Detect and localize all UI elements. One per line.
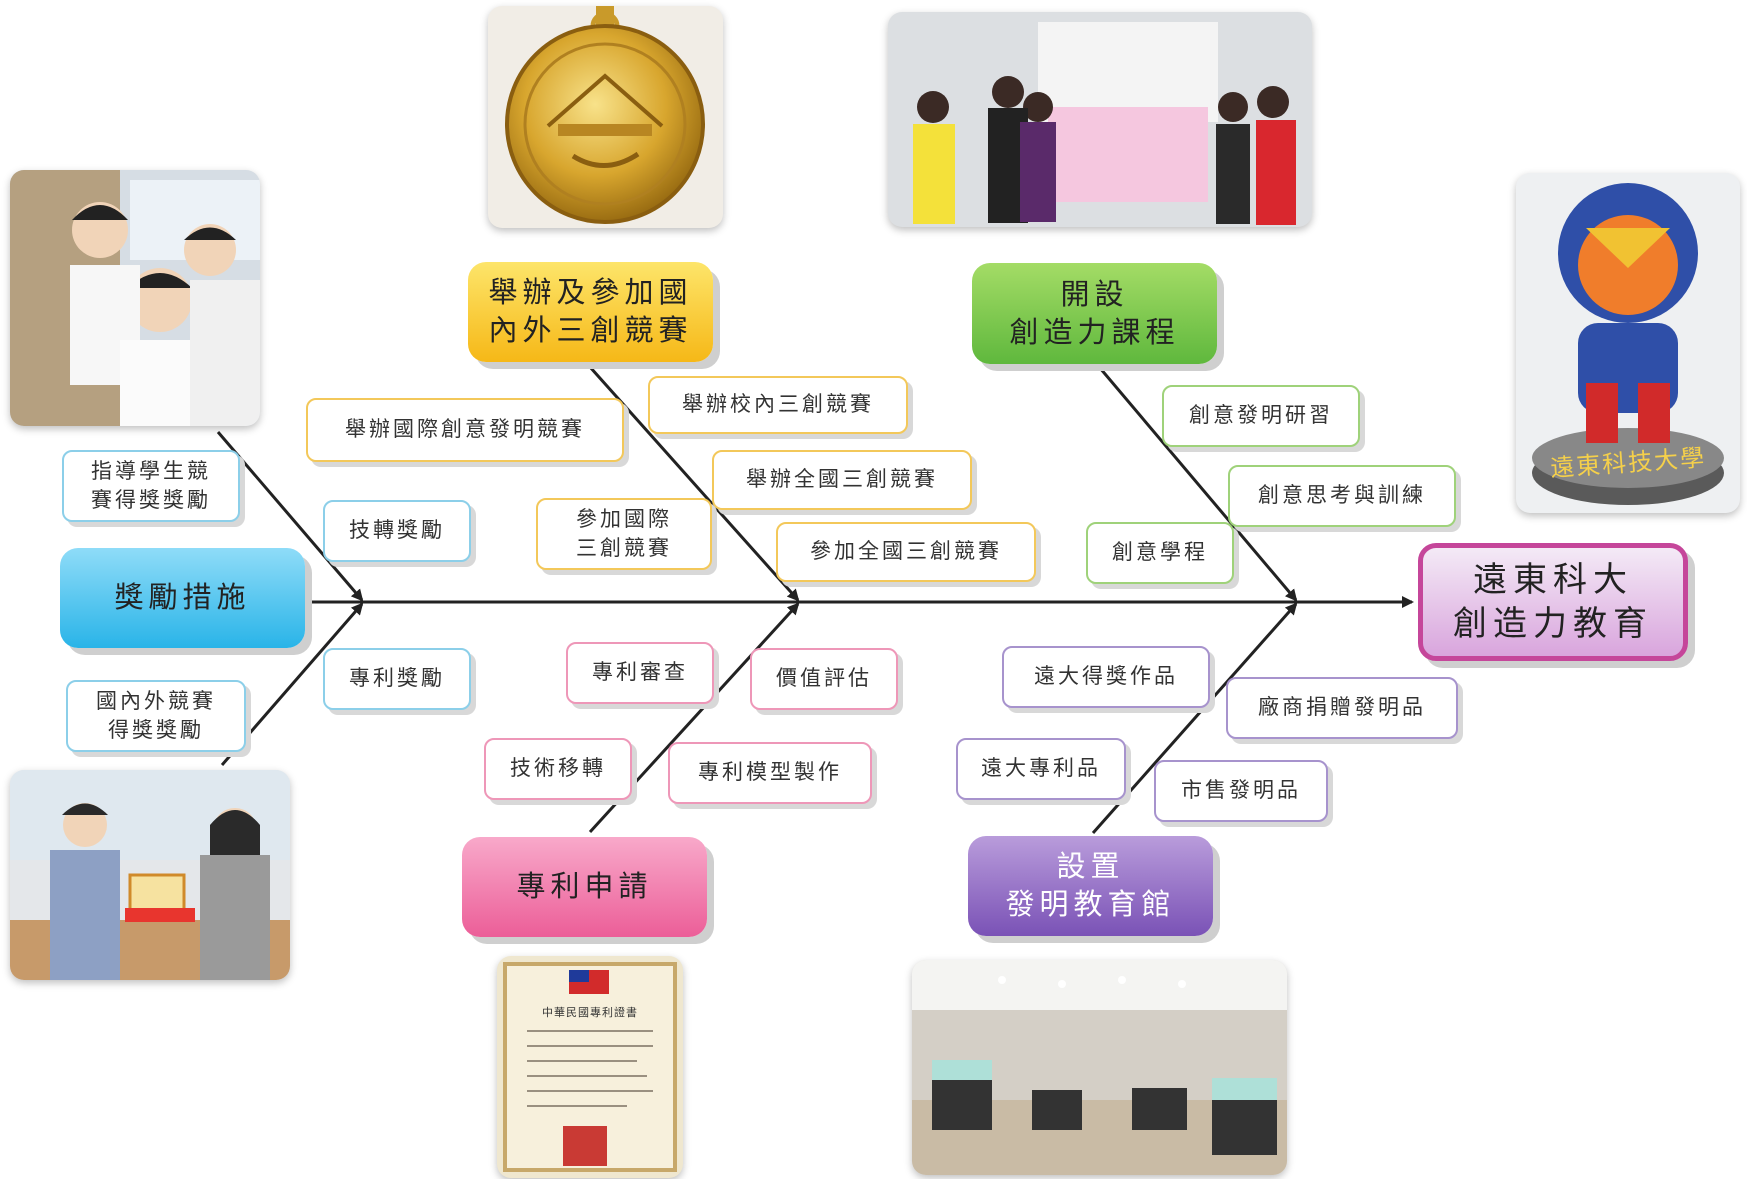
leaf-text: 創意發明研習 xyxy=(1189,403,1333,428)
category-patents-line1: 專利申請 xyxy=(516,869,653,904)
exhibition-hall-photo xyxy=(912,960,1287,1175)
leaf-text: 國內外競賽 xyxy=(96,688,216,713)
leaf-text: 創意思考與訓練 xyxy=(1258,483,1426,508)
leaf-text: 舉辦全國三創競賽 xyxy=(746,467,938,492)
leaf-text: 專利獎勵 xyxy=(349,666,445,691)
leaf-patent-products: 遠大專利品 xyxy=(956,738,1126,800)
leaf-intl-invention-contest: 舉辦國際創意發明競賽 xyxy=(306,398,624,462)
leaf-text: 舉辦校內三創競賽 xyxy=(682,392,874,417)
category-competitions: 舉辦及參加國內外三創競賽 xyxy=(468,262,713,362)
certificate-title: 中華民國專利證書 xyxy=(542,1006,638,1019)
bone-courses xyxy=(1098,367,1298,602)
patent-certificate-photo: 中華民國專利證書 xyxy=(497,956,683,1178)
award-ceremony-photo xyxy=(10,770,290,980)
category-competitions-line2: 內外三創競賽 xyxy=(488,313,693,347)
leaf-text: 賽得獎獎勵 xyxy=(91,488,211,512)
leaf-text: 創意學程 xyxy=(1112,540,1208,565)
leaf-text: 參加國際 xyxy=(576,506,672,531)
leaf-value-assessment: 價值評估 xyxy=(750,648,898,710)
leaf-patent-model: 專利模型製作 xyxy=(668,742,872,804)
leaf-patent-award: 專利獎勵 xyxy=(323,648,471,710)
head-line2: 創造力教育 xyxy=(1453,604,1653,644)
leaf-text: 三創競賽 xyxy=(576,536,672,560)
bone-competitions xyxy=(588,366,800,602)
leaf-text: 遠大專利品 xyxy=(981,756,1101,781)
medal-photo xyxy=(488,6,723,228)
leaf-text: 技術移轉 xyxy=(510,756,606,781)
category-museum: 設置發明教育館 xyxy=(968,836,1213,936)
leaf-contest-award: 國內外競賽得獎獎勵 xyxy=(66,680,246,752)
bone-museum xyxy=(1091,602,1298,834)
leaf-patent-review: 專利審查 xyxy=(566,642,714,704)
leaf-student-award: 指導學生競賽得獎獎勵 xyxy=(62,450,240,522)
leaf-tech-transfer-award: 技轉獎勵 xyxy=(323,500,471,562)
category-competitions-line1: 舉辦及參加國 xyxy=(488,275,693,310)
presentation-photo xyxy=(888,12,1312,227)
students-photo xyxy=(10,170,260,426)
leaf-text: 市售發明品 xyxy=(1181,778,1301,803)
category-courses-line2: 創造力課程 xyxy=(1009,314,1180,349)
leaf-award-works: 遠大得獎作品 xyxy=(1002,646,1210,708)
category-courses: 開設創造力課程 xyxy=(972,263,1217,364)
leaf-creative-program: 創意學程 xyxy=(1086,522,1234,584)
leaf-donated-inventions: 廠商捐贈發明品 xyxy=(1226,677,1458,739)
leaf-intl-contest-join: 參加國際三創競賽 xyxy=(536,498,712,570)
leaf-text: 得獎獎勵 xyxy=(108,718,204,742)
leaf-text: 參加全國三創競賽 xyxy=(810,539,1002,564)
leaf-text: 廠商捐贈發明品 xyxy=(1258,695,1426,720)
leaf-creative-thinking: 創意思考與訓練 xyxy=(1228,465,1456,527)
leaf-text: 專利審查 xyxy=(592,660,688,685)
leaf-campus-contest: 舉辦校內三創競賽 xyxy=(648,376,908,434)
leaf-invention-workshop: 創意發明研習 xyxy=(1162,385,1360,447)
category-patents: 專利申請 xyxy=(462,837,707,937)
category-rewards: 獎勵措施 xyxy=(60,548,305,648)
leaf-text: 舉辦國際創意發明競賽 xyxy=(345,417,585,442)
category-museum-line1: 設置 xyxy=(1056,849,1125,884)
leaf-text: 遠大得獎作品 xyxy=(1034,664,1178,689)
leaf-national-contest-host: 舉辦全國三創競賽 xyxy=(712,450,972,510)
head-line1: 遠東科大 xyxy=(1473,559,1633,600)
category-rewards-line1: 獎勵措施 xyxy=(114,580,251,615)
leaf-tech-transfer: 技術移轉 xyxy=(484,738,632,800)
leaf-text: 指導學生競 xyxy=(91,458,211,483)
leaf-text: 技轉獎勵 xyxy=(349,518,445,543)
category-museum-line2: 發明教育館 xyxy=(1005,887,1176,921)
fish-head-box: 遠東科大創造力教育 xyxy=(1418,543,1688,661)
bone-rewards-upper xyxy=(216,431,364,602)
leaf-text: 價值評估 xyxy=(776,666,872,691)
leaf-market-inventions: 市售發明品 xyxy=(1154,760,1328,822)
leaf-national-contest-join: 參加全國三創競賽 xyxy=(776,522,1036,582)
leaf-text: 專利模型製作 xyxy=(698,760,842,785)
category-courses-line1: 開設 xyxy=(1060,276,1129,311)
mascot-photo: 遠東科技大學 xyxy=(1516,173,1740,513)
